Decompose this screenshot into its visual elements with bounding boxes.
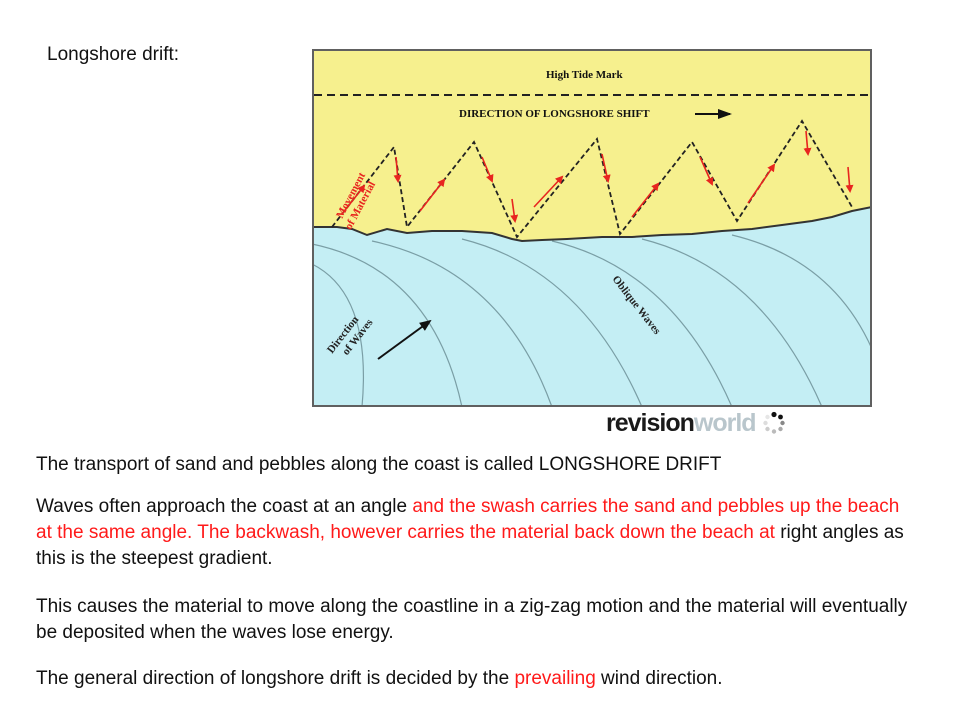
logo-text-world: world xyxy=(693,408,757,437)
logo-dots-icon xyxy=(762,411,785,434)
paragraph-swash-backwash: Waves often approach the coast at an ang… xyxy=(36,494,916,572)
swash-arrows xyxy=(341,163,776,218)
backwash-arrows xyxy=(393,130,854,223)
paragraph-prevailing-wind: The general direction of longshore drift… xyxy=(36,666,916,692)
p2-text-black-2: right angles as this is the steepest gra… xyxy=(36,522,904,569)
p4-text-black-1: The general direction of longshore drift… xyxy=(36,668,515,689)
revisionworld-logo: revisionworld xyxy=(606,408,868,438)
high-tide-label: High Tide Mark xyxy=(546,69,623,81)
coastline xyxy=(312,206,872,243)
direction-shift-label: DIRECTION OF LONGSHORE SHIFT xyxy=(459,108,650,120)
paragraph-definition: The transport of sand and pebbles along … xyxy=(36,454,722,475)
page-title: Longshore drift: xyxy=(47,44,180,65)
p2-text-red: and the swash carries the sand and pebbl… xyxy=(36,496,900,543)
p4-text-black-2: wind direction. xyxy=(595,668,723,689)
logo-text-revision: revision xyxy=(606,408,695,437)
longshore-drift-diagram: High Tide Mark DIRECTION OF LONGSHORE SH… xyxy=(312,49,872,407)
paragraph-zigzag: This causes the material to move along t… xyxy=(36,596,908,643)
p2-text-black-1: Waves often approach the coast at an ang… xyxy=(36,496,413,517)
direction-waves-arrow xyxy=(377,319,432,360)
wave-lines xyxy=(312,234,872,407)
diagram-border xyxy=(312,49,872,407)
p4-text-red: prevailing xyxy=(514,668,596,689)
